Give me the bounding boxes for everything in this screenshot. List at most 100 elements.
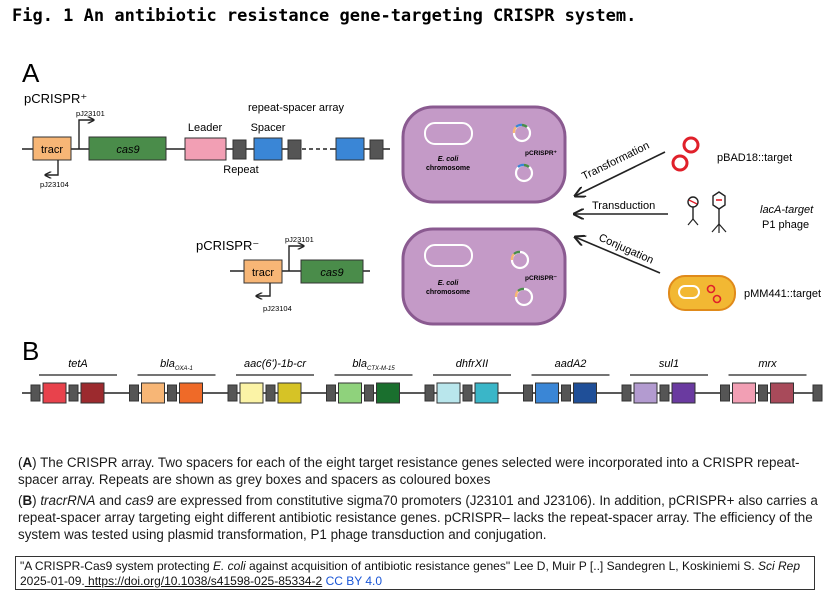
repeat-box (424, 384, 435, 402)
donor-cell-icon (668, 275, 736, 311)
promoter-j23101-arrow (288, 246, 304, 271)
spacer-box (277, 382, 302, 404)
spacer-box (573, 382, 597, 404)
leader-box (184, 137, 227, 161)
tracr-box (243, 259, 283, 284)
spacer-label: Spacer (251, 122, 286, 134)
gene-label: aadA2 (555, 358, 587, 370)
chromosome-label: chromosome (426, 289, 470, 296)
spacer-box (335, 137, 365, 161)
repeat-label: Repeat (223, 164, 258, 176)
spacer-box (42, 382, 67, 404)
citation-journal: Sci Rep (758, 559, 801, 573)
repeat-box (758, 384, 768, 402)
license-link[interactable]: CC BY 4.0 (325, 573, 383, 588)
repeat-box (659, 384, 670, 402)
repeat-box (326, 384, 336, 402)
cas9-box (300, 259, 364, 284)
panel-b-label: B (22, 336, 39, 366)
tracr-box (32, 136, 72, 161)
spacer-box (141, 382, 165, 404)
repeat-box (30, 384, 41, 402)
caption-b-text: are expressed from constitutive sigma70 … (18, 493, 818, 542)
plasmid-label: pCRISPR⁻ (525, 275, 558, 282)
spacer-box (179, 382, 203, 404)
repeat-box (812, 384, 823, 402)
citation-box: "A CRISPR-Cas9 system protecting E. coli… (15, 556, 815, 590)
citation-text: against acquisition of antibiotic resist… (245, 559, 759, 573)
promoter-j23104-arrow (45, 160, 59, 175)
spacer-box (253, 137, 283, 161)
gene-label: dhfrXII (456, 358, 488, 370)
target-phage-label: lacA-target (760, 204, 814, 216)
promoter-j23101-arrow (78, 120, 94, 149)
gene-label: mrx (758, 358, 777, 370)
chromosome-label: chromosome (426, 165, 470, 172)
caption-b: (B) tracrRNA and cas9 are expressed from… (18, 493, 818, 542)
figure-title: Fig. 1 An antibiotic resistance gene-tar… (12, 6, 637, 26)
cas9-box (88, 136, 167, 161)
target-plasmid-icon (671, 136, 700, 172)
citation-ecoli: E. coli (213, 559, 246, 573)
citation-date: 2025-01-09. (20, 573, 85, 588)
caption-b-cas9: cas9 (125, 493, 154, 508)
caption-b-label: B (22, 493, 33, 508)
repeat-box (462, 384, 473, 402)
leader-label: Leader (188, 122, 223, 134)
promoter-j23104-label: pJ23104 (263, 304, 292, 313)
tracr-label: tracr (252, 267, 274, 279)
transduction-label: Transduction (592, 200, 655, 212)
gene-label: tetA (68, 358, 88, 370)
caption-a: (A) The CRISPR array. Two spacers for ea… (18, 455, 800, 487)
repeat-box (720, 384, 730, 402)
cas9-label: cas9 (320, 267, 343, 279)
target-phage-label: P1 phage (762, 219, 809, 231)
chromosome-oval (424, 244, 473, 267)
spacer-box (80, 382, 105, 404)
repeat-box (68, 384, 79, 402)
conjugation-arrow (575, 237, 661, 274)
chromosome-oval (424, 122, 473, 145)
caption-b-and: and (95, 493, 126, 508)
repeat-box (523, 384, 533, 402)
spacer-box (671, 382, 696, 404)
gene-label: blaOXA-1 (160, 358, 193, 372)
cas9-label: cas9 (116, 144, 139, 156)
plasmid-label: pCRISPR⁺ (525, 150, 558, 157)
repeat-box (167, 384, 177, 402)
repeat-box (232, 139, 247, 160)
caption-b-tracr: tracrRNA (40, 493, 96, 508)
panel-a-label: A (22, 58, 40, 88)
figure-canvas: A pCRISPR⁺ tracr pJ23104 pJ23101 cas9 Le… (22, 58, 823, 404)
repeat-box (129, 384, 139, 402)
promoter-j23101-label: pJ23101 (76, 109, 105, 118)
spacer-box (239, 382, 264, 404)
chromosome-label: E. coli (438, 156, 460, 163)
transformation-arrow (575, 151, 666, 196)
promoter-j23104-label: pJ23104 (40, 180, 69, 189)
cell-pcrispr-minus: E. coli chromosome pCRISPR⁻ (401, 227, 567, 326)
caption-a-label: A (22, 455, 33, 470)
chromosome-label: E. coli (438, 280, 460, 287)
repeat-box (265, 384, 276, 402)
caption-a-text: The CRISPR array. Two spacers for each o… (18, 455, 800, 487)
tracr-label: tracr (41, 144, 63, 156)
repeat-box (227, 384, 238, 402)
citation-text: "A CRISPR-Cas9 system protecting (20, 559, 213, 573)
promoter-j23104-arrow (256, 283, 271, 296)
spacer-box (732, 382, 756, 404)
gene-label: sul1 (659, 358, 679, 370)
spacer-box (376, 382, 400, 404)
target-plasmid-label: pBAD18::target (717, 152, 792, 164)
spacer-box (633, 382, 658, 404)
doi-link[interactable]: https://doi.org/10.1038/s41598-025-85334… (84, 573, 323, 588)
array-label: repeat-spacer array (248, 102, 344, 114)
repeat-box (364, 384, 374, 402)
spacer-box (474, 382, 499, 404)
repeat-box (287, 139, 302, 160)
target-conj-label: pMM441::target (744, 288, 821, 300)
phage-icon (687, 191, 727, 233)
cell-pcrispr-plus: E. coli chromosome pCRISPR⁺ (401, 105, 567, 204)
pcrispr-plus-label: pCRISPR⁺ (24, 91, 87, 106)
